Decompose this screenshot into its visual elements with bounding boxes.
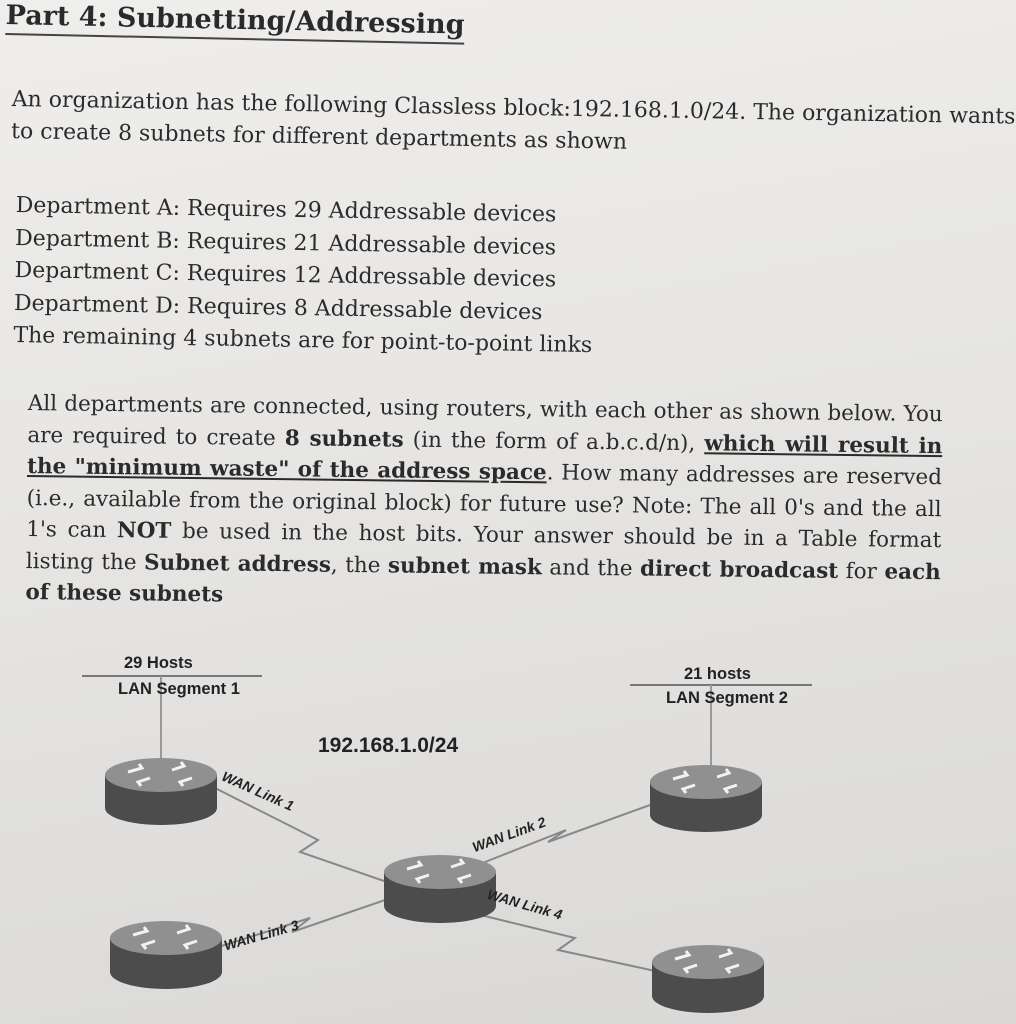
requirement-paragraph: All departments are connected, using rou… [25,388,943,620]
wan-link-1-line [214,787,411,891]
router-lan1-icon [105,758,217,825]
req-not: NOT [116,518,172,544]
router-wan3-icon [110,921,222,989]
req-direct-broadcast: direct broadcast [639,555,839,584]
router-lan2-icon [650,765,762,832]
router-core-icon [384,855,496,923]
wan-link-3-line [214,899,386,949]
lan1-hosts-label: 29 Hosts [124,654,193,672]
wan-link-4-line [467,911,661,973]
network-diagram: 29 Hosts LAN Segment 1 21 hosts LAN Segm… [0,600,958,1024]
req-text-9: , the [330,552,389,578]
department-list: Department A: Requires 29 Addressable de… [13,190,595,363]
req-subnet-count: 8 subnets [284,425,404,453]
lan2-hosts-label: 21 hosts [684,665,751,683]
network-block-label: 192.168.1.0/24 [318,734,459,757]
req-subnet-mask: subnet mask [387,552,543,580]
req-subnet-address: Subnet address [143,549,332,578]
req-text-11: and the [541,554,641,581]
network-links [82,675,812,1013]
intro-paragraph: An organization has the following Classl… [11,84,1016,165]
lan1-segment-label: LAN Segment 1 [118,680,240,698]
req-text-3: (in the form of a.b.c.d/n), [403,427,705,456]
wan-link-2-line [469,804,651,869]
router-wan4-icon [652,945,764,1013]
page-title: Part 4: Subnetting/Addressing [5,0,465,45]
lan2-segment-label: LAN Segment 2 [666,689,788,707]
req-text-13: for [838,558,885,584]
